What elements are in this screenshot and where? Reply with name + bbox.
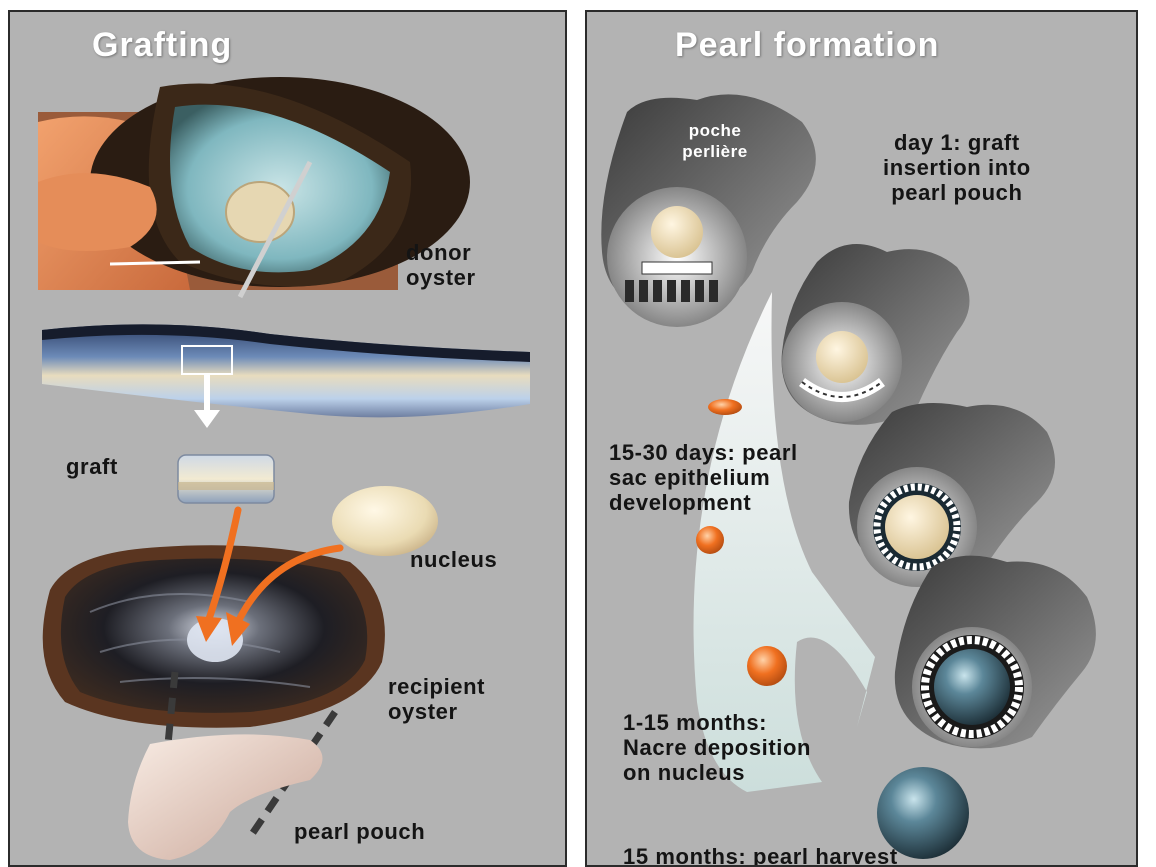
stage-2-pouch <box>782 244 970 425</box>
stage-4-label: 15 months: pearl harvest <box>623 844 898 867</box>
stage-4-line-1: 15 months: pearl harvest <box>623 844 898 867</box>
grafting-illustration <box>10 12 567 867</box>
stage-2-line-1: 15-30 days: pearl <box>609 440 798 465</box>
grafting-panel: Grafting donor oyster graft nucleus reci… <box>8 10 567 867</box>
recipient-label-line-2: oyster <box>388 699 485 724</box>
orange-dot-3 <box>747 646 787 686</box>
stage-3-line-2: Nacre deposition <box>623 735 811 760</box>
nucleus-bead <box>332 486 438 556</box>
poche-label-line-1: poche <box>665 120 765 141</box>
stage-1-line-1: day 1: graft <box>883 130 1031 155</box>
pearl-pouch-label: pearl pouch <box>294 819 425 844</box>
stage-2-line-2: sac epithelium <box>609 465 798 490</box>
pearl-formation-title: Pearl formation <box>675 26 939 65</box>
grafting-title: Grafting <box>92 26 232 65</box>
poche-label-line-2: perlière <box>665 141 765 162</box>
stage-3-line-3: on nucleus <box>623 760 811 785</box>
stage-1-label: day 1: graft insertion into pearl pouch <box>883 130 1031 205</box>
orange-dot-2 <box>696 526 724 554</box>
stage-1-line-2: insertion into <box>883 155 1031 180</box>
stage-3-line-1: 1-15 months: <box>623 710 811 735</box>
donor-label-line-1: donor <box>406 240 476 265</box>
recipient-oyster-label: recipient oyster <box>388 674 485 724</box>
stage-2-label: 15-30 days: pearl sac epithelium develop… <box>609 440 798 515</box>
donor-label-line-2: oyster <box>406 265 476 290</box>
stage-4-pouch <box>895 556 1096 749</box>
donor-oyster-label: donor oyster <box>406 240 476 290</box>
mantle-tissue-strip <box>42 324 530 417</box>
orange-dot-1 <box>708 399 742 415</box>
pearl-formation-panel: Pearl formation poche perlière day 1: gr… <box>585 10 1138 867</box>
stage-2-line-3: development <box>609 490 798 515</box>
graft-label: graft <box>66 454 118 479</box>
recipient-oyster-image <box>43 545 385 727</box>
poche-perliere-label: poche perlière <box>665 120 765 162</box>
recipient-label-line-1: recipient <box>388 674 485 699</box>
stage-1-line-3: pearl pouch <box>883 180 1031 205</box>
graft-tissue <box>178 455 274 503</box>
nucleus-label: nucleus <box>410 547 497 572</box>
stage-3-label: 1-15 months: Nacre deposition on nucleus <box>623 710 811 785</box>
